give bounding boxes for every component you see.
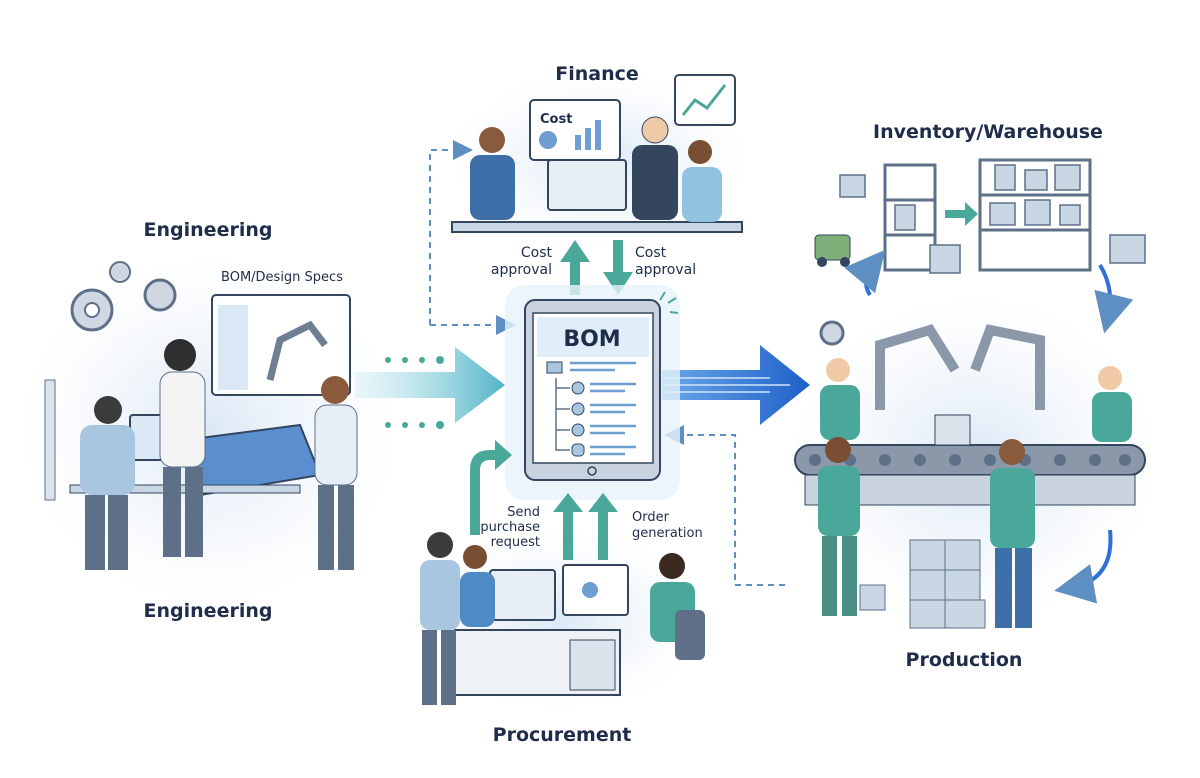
engineering-screen-label: BOM/Design Specs: [221, 270, 343, 285]
procurement-scene: [420, 532, 705, 705]
cost-approval-down-arrow: [603, 240, 633, 295]
inventory-title: Inventory/Warehouse: [873, 121, 1103, 143]
send-purchase-label-1: Send: [507, 505, 540, 520]
cost-approval-up-label-1: Cost: [521, 245, 553, 261]
cost-approval-down-label-2: approval: [635, 262, 696, 278]
production-title: Production: [906, 649, 1023, 671]
purchase-curve-arrow: [470, 440, 512, 535]
cost-approval-up-label-2: approval: [491, 262, 552, 278]
send-purchase-label-3: request: [491, 535, 540, 550]
dashed-arrow-to-finance: [429, 140, 473, 325]
finance-scene: [451, 74, 743, 233]
finance-title: Finance: [555, 63, 639, 85]
send-purchase-request-arrow: [553, 493, 583, 560]
engineering-title-bottom: Engineering: [144, 600, 273, 622]
cost-approval-up-arrow: [560, 240, 590, 295]
order-generation-label-1: Order: [632, 510, 670, 525]
bom-title: BOM: [563, 327, 620, 352]
inventory-scene: [814, 158, 1146, 274]
dashed-arrow-from-production: [664, 425, 785, 586]
order-generation-label-2: generation: [632, 526, 703, 541]
bom-tablet: [505, 285, 680, 500]
send-purchase-label-2: purchase: [480, 520, 540, 535]
production-scene: [794, 249, 1146, 629]
engineering-to-bom-arrow: [355, 347, 505, 429]
procurement-title: Procurement: [493, 724, 632, 746]
finance-cost-label: Cost: [540, 112, 572, 127]
order-generation-arrow: [588, 493, 618, 560]
engineering-title-top: Engineering: [144, 219, 273, 241]
cost-approval-down-label-1: Cost: [635, 245, 667, 261]
engineering-scene: [44, 261, 358, 570]
bom-to-production-arrow: [662, 345, 810, 425]
